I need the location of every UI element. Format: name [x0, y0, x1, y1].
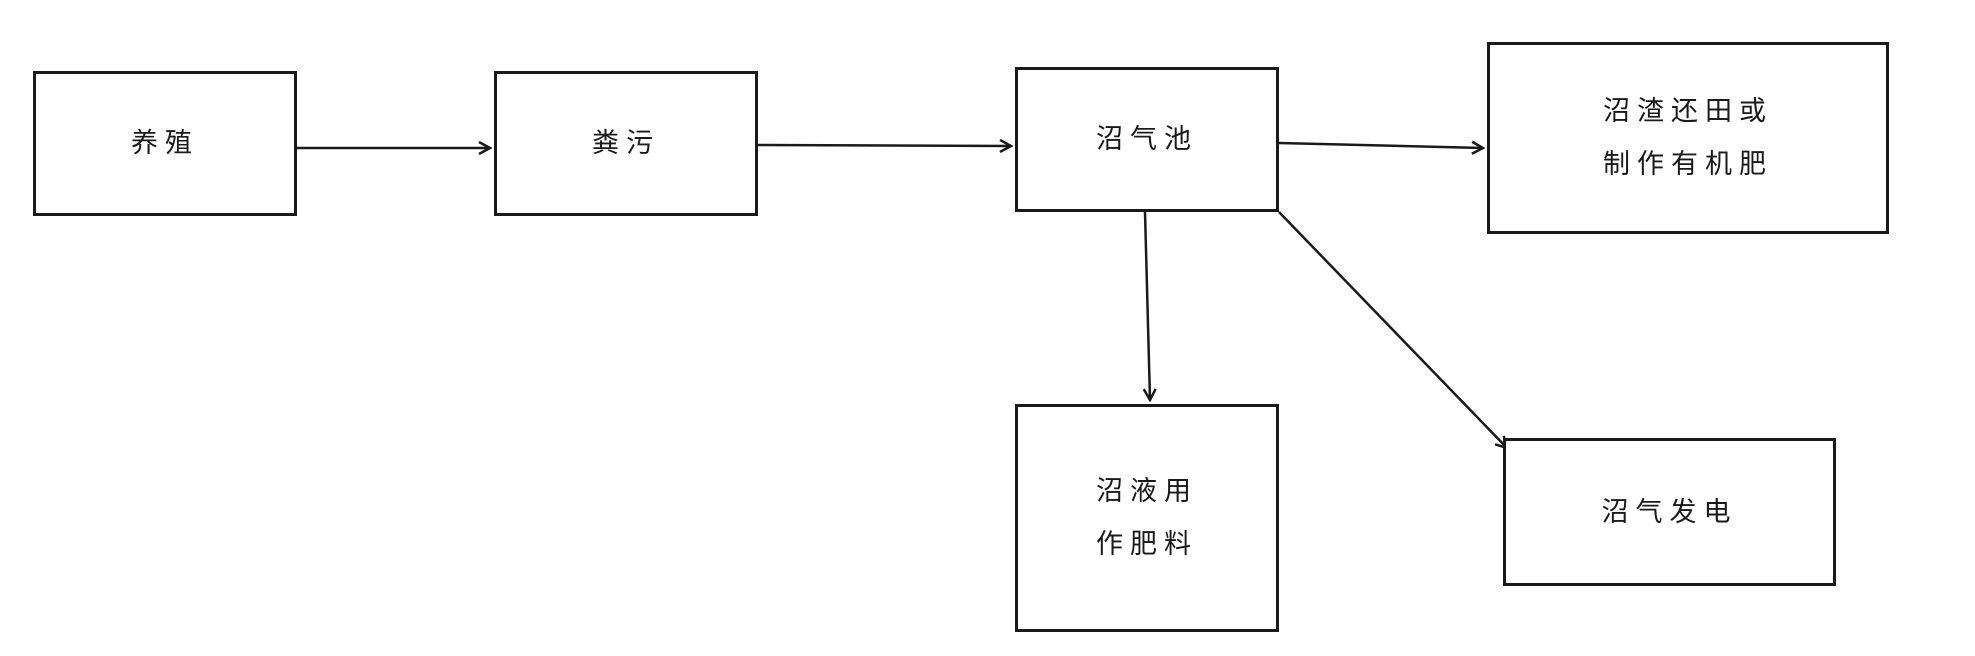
arrow-manure-to-digester [757, 145, 1011, 146]
arrow-digester-to-residue [1278, 143, 1483, 148]
node-residue: 沼渣还田或 制作有机肥 [1487, 42, 1889, 234]
node-breeding-label: 养殖 [131, 128, 199, 159]
node-slurry-label: 沼液用 作肥料 [1096, 476, 1198, 560]
node-residue-label: 沼渣还田或 制作有机肥 [1603, 96, 1773, 180]
node-manure-label: 粪污 [592, 128, 660, 159]
node-slurry: 沼液用 作肥料 [1015, 404, 1279, 632]
node-power: 沼气发电 [1503, 438, 1836, 586]
node-power-label: 沼气发电 [1601, 496, 1738, 528]
arrow-digester-to-slurry [1145, 211, 1150, 400]
node-manure: 粪污 [494, 71, 758, 216]
node-digester: 沼气池 [1015, 67, 1279, 212]
node-digester-label: 沼气池 [1096, 124, 1198, 155]
arrow-digester-to-power [1278, 211, 1507, 448]
node-breeding: 养殖 [33, 71, 297, 216]
